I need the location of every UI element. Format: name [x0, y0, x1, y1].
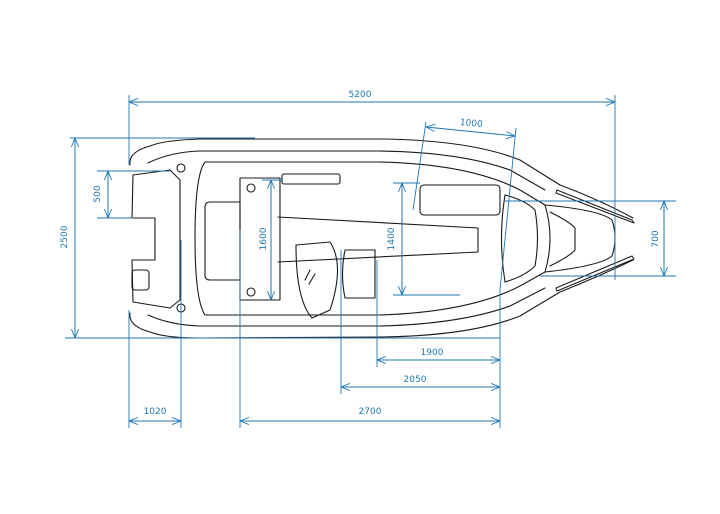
label-1000: 1000 — [459, 118, 483, 130]
transom-top — [131, 169, 181, 309]
bow-inner — [500, 194, 539, 283]
dim-line-1000 — [426, 127, 515, 136]
label-5200: 5200 — [349, 90, 372, 100]
bow-rail-top — [555, 189, 635, 224]
dimension-lines — [75, 102, 664, 421]
boat-outline — [129, 138, 635, 339]
outer-tube-bottom — [129, 259, 634, 339]
label-700: 700 — [651, 230, 661, 247]
outer-tube-top — [129, 138, 634, 219]
windshield-line — [304, 269, 316, 285]
rear-bench — [204, 201, 241, 281]
extension-lines — [65, 95, 676, 428]
label-1020: 1020 — [144, 407, 167, 417]
bow-hatch — [419, 184, 501, 216]
deck-outline — [194, 161, 551, 316]
cleat-bottom-right — [246, 287, 256, 297]
dimension-labels: 5200 2500 500 1000 700 1600 1400 1900 20… — [60, 90, 661, 417]
side-locker — [281, 173, 341, 185]
cleat-top-left — [176, 163, 186, 173]
label-2700: 2700 — [359, 407, 382, 417]
helm-seat — [341, 249, 376, 299]
motor-well — [131, 269, 150, 291]
inner-tube-top — [147, 150, 546, 191]
cleat-top-right — [246, 183, 256, 193]
label-2050: 2050 — [404, 375, 427, 385]
console-deck — [277, 216, 479, 263]
console-seat — [295, 241, 338, 319]
bow-inner-2 — [549, 211, 576, 267]
label-500: 500 — [93, 185, 103, 202]
label-2500: 2500 — [60, 225, 70, 248]
label-1400: 1400 — [387, 227, 397, 250]
bow-rail-bottom — [555, 255, 635, 292]
inner-tube-bottom — [147, 287, 546, 327]
label-1600: 1600 — [259, 227, 269, 250]
label-1900: 1900 — [421, 348, 444, 358]
